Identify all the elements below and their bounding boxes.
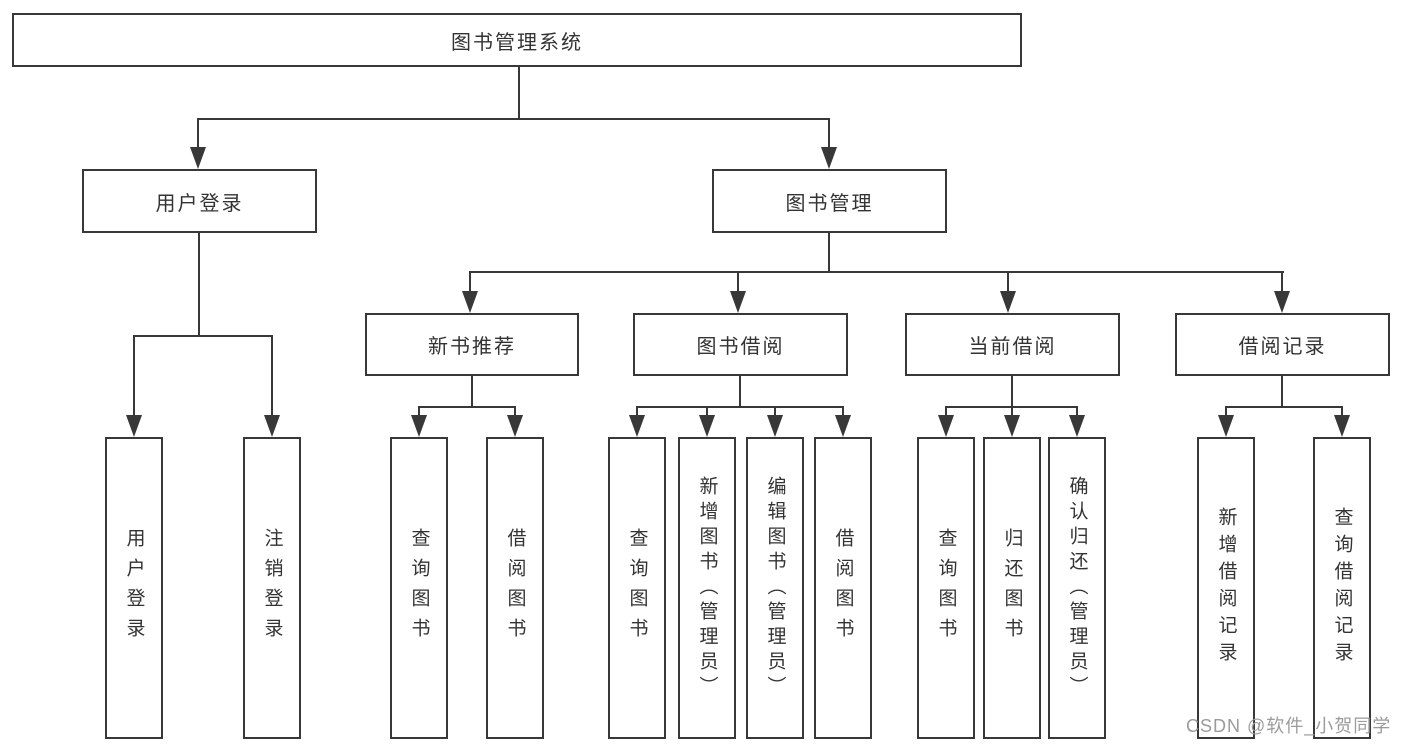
arrow-down-icon bbox=[1218, 415, 1234, 437]
connector-line bbox=[1011, 376, 1013, 406]
node-borrow-records-label: 借阅记录 bbox=[1238, 336, 1327, 358]
leaf-add-borrow-record-label: 新增借阅记录 bbox=[1215, 507, 1237, 669]
leaf-borrow-books-label: 借阅图书 bbox=[832, 528, 854, 648]
arrow-down-icon bbox=[835, 415, 851, 437]
connector-line bbox=[739, 376, 741, 406]
leaf-logout-label: 注销登录 bbox=[261, 528, 283, 648]
arrow-down-icon bbox=[629, 415, 645, 437]
connector-line bbox=[1225, 406, 1227, 415]
connector-line bbox=[471, 376, 473, 406]
leaf-return-books: 归还图书 bbox=[983, 437, 1041, 739]
arrow-down-icon bbox=[1000, 291, 1016, 313]
connector-line bbox=[514, 406, 516, 415]
node-current-borrowing: 当前借阅 bbox=[905, 313, 1120, 376]
leaf-query-borrow-record: 查询借阅记录 bbox=[1313, 437, 1371, 739]
leaf-logout: 注销登录 bbox=[243, 437, 301, 739]
node-user-login: 用户登录 bbox=[82, 169, 317, 233]
connector-line bbox=[828, 233, 830, 271]
connector-line bbox=[197, 118, 830, 120]
node-borrow-records: 借阅记录 bbox=[1175, 313, 1390, 376]
leaf-borrow-books-recommend: 借阅图书 bbox=[486, 437, 544, 739]
arrow-down-icon bbox=[1069, 415, 1085, 437]
connector-line bbox=[271, 335, 273, 415]
root-node-library-system: 图书管理系统 bbox=[12, 13, 1022, 67]
connector-line bbox=[842, 406, 844, 415]
leaf-query-books-borrow: 查询图书 bbox=[608, 437, 666, 739]
node-book-borrowing: 图书借阅 bbox=[633, 313, 848, 376]
node-book-borrowing-label: 图书借阅 bbox=[696, 336, 785, 358]
arrow-down-icon bbox=[507, 415, 523, 437]
root-node-label: 图书管理系统 bbox=[451, 31, 583, 54]
leaf-edit-book-admin: 编辑图书（管理员） bbox=[746, 437, 804, 739]
arrow-down-icon bbox=[1004, 415, 1020, 437]
leaf-return-books-label: 归还图书 bbox=[1001, 528, 1023, 648]
leaf-borrow-books-recommend-label: 借阅图书 bbox=[504, 528, 526, 648]
connector-line bbox=[1011, 406, 1013, 415]
arrow-down-icon bbox=[411, 415, 427, 437]
leaf-query-books-recommend-label: 查询图书 bbox=[408, 528, 430, 648]
connector-line bbox=[469, 271, 1284, 273]
connector-line bbox=[198, 233, 200, 335]
connector-line bbox=[1341, 406, 1343, 415]
arrow-down-icon bbox=[190, 147, 206, 169]
leaf-user-login: 用户登录 bbox=[105, 437, 163, 739]
connector-line bbox=[774, 406, 776, 415]
leaf-borrow-books: 借阅图书 bbox=[814, 437, 872, 739]
arrow-down-icon bbox=[767, 415, 783, 437]
csdn-watermark: CSDN @软件_小贺同学 bbox=[1186, 716, 1392, 736]
connector-line bbox=[1225, 406, 1343, 408]
node-user-login-label: 用户登录 bbox=[155, 192, 244, 215]
connector-line bbox=[1281, 271, 1283, 291]
connector-line bbox=[828, 118, 830, 147]
node-book-management: 图书管理 bbox=[712, 169, 947, 233]
leaf-query-books-recommend: 查询图书 bbox=[390, 437, 448, 739]
connector-line bbox=[133, 335, 135, 415]
node-book-management-label: 图书管理 bbox=[785, 192, 874, 215]
node-new-book-recommend: 新书推荐 bbox=[365, 313, 579, 376]
connector-line bbox=[945, 406, 947, 415]
connector-line bbox=[636, 406, 844, 408]
leaf-query-books-current: 查询图书 bbox=[917, 437, 975, 739]
node-new-book-recommend-label: 新书推荐 bbox=[428, 336, 516, 358]
connector-line bbox=[1076, 406, 1078, 415]
leaf-add-borrow-record: 新增借阅记录 bbox=[1197, 437, 1255, 739]
arrow-down-icon bbox=[264, 415, 280, 437]
arrow-down-icon bbox=[126, 415, 142, 437]
connector-line bbox=[1007, 271, 1009, 291]
leaf-add-book-admin: 新增图书（管理员） bbox=[678, 437, 736, 739]
leaf-user-login-label: 用户登录 bbox=[123, 528, 145, 648]
arrow-down-icon bbox=[821, 147, 837, 169]
connector-line bbox=[636, 406, 638, 415]
arrow-down-icon bbox=[462, 291, 478, 313]
arrow-down-icon bbox=[699, 415, 715, 437]
node-current-borrowing-label: 当前借阅 bbox=[968, 336, 1057, 358]
arrow-down-icon bbox=[1334, 415, 1350, 437]
connector-line bbox=[1281, 376, 1283, 406]
connector-line bbox=[197, 118, 199, 147]
leaf-edit-book-admin-label: 编辑图书（管理员） bbox=[764, 475, 786, 701]
arrow-down-icon bbox=[938, 415, 954, 437]
leaf-confirm-return-admin: 确认归还（管理员） bbox=[1048, 437, 1106, 739]
connector-line bbox=[469, 271, 471, 291]
connector-line bbox=[418, 406, 516, 408]
connector-line bbox=[518, 67, 520, 118]
leaf-add-book-admin-label: 新增图书（管理员） bbox=[696, 475, 718, 701]
connector-line bbox=[737, 271, 739, 291]
leaf-query-books-borrow-label: 查询图书 bbox=[626, 528, 648, 648]
leaf-confirm-return-admin-label: 确认归还（管理员） bbox=[1066, 475, 1088, 701]
arrow-down-icon bbox=[730, 291, 746, 313]
arrow-down-icon bbox=[1274, 291, 1290, 313]
connector-line bbox=[133, 335, 273, 337]
connector-line bbox=[418, 406, 420, 415]
leaf-query-borrow-record-label: 查询借阅记录 bbox=[1331, 507, 1353, 669]
connector-line bbox=[706, 406, 708, 415]
leaf-query-books-current-label: 查询图书 bbox=[935, 528, 957, 648]
